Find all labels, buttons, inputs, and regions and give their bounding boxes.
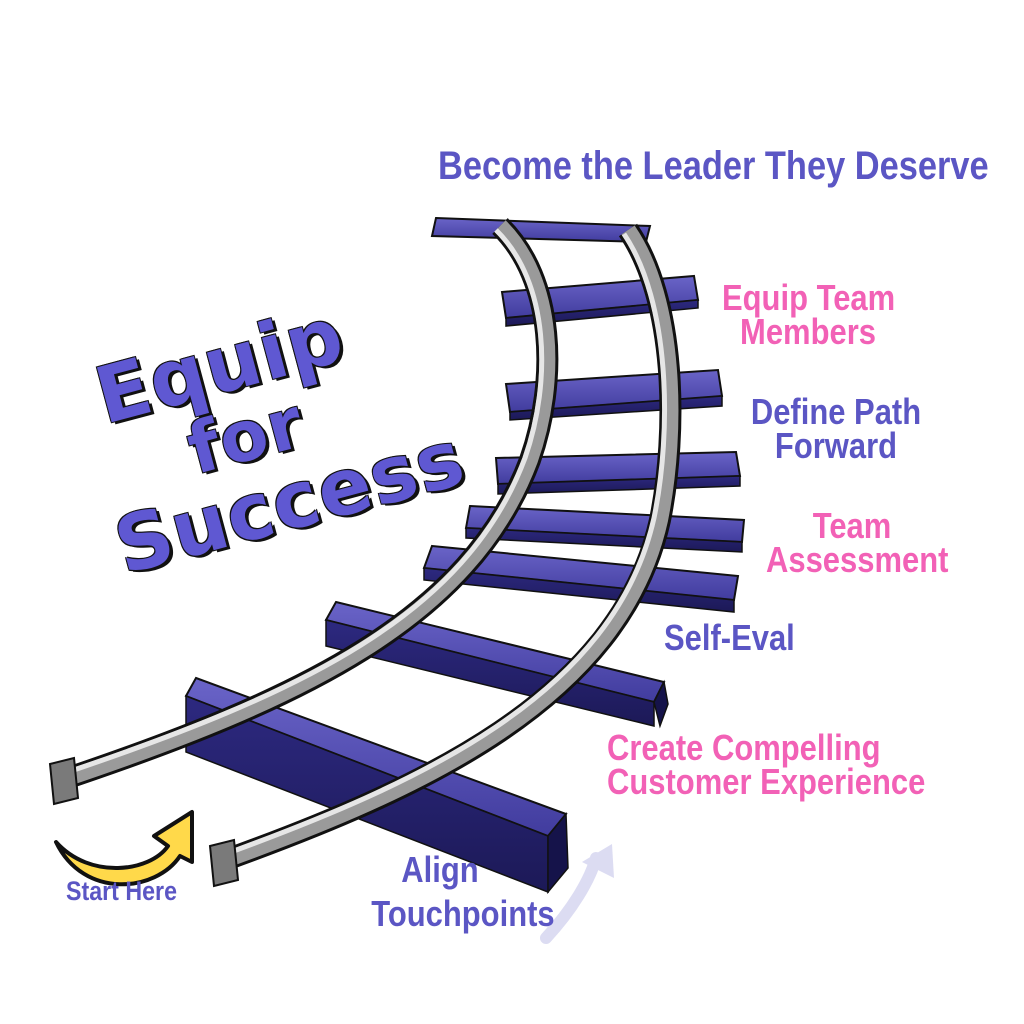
start-here-label: Start Here	[66, 876, 177, 906]
right-rail-end	[208, 838, 240, 888]
step-label-line: Self-Eval	[664, 617, 795, 658]
step-label-line: Members	[740, 311, 876, 352]
left-rail	[58, 218, 559, 791]
step-label-line: Align	[401, 849, 479, 890]
step-label-line: Customer Experience	[607, 761, 926, 802]
step-label-line: Assessment	[766, 539, 949, 580]
left-rail-end	[48, 756, 80, 806]
step-label-line: Touchpoints	[371, 893, 555, 934]
diagram-title: Become the Leader They Deserve	[438, 144, 989, 188]
step-label-line: Define Path	[750, 391, 922, 432]
tie-1	[430, 216, 652, 244]
step-label-line: Forward	[774, 425, 898, 466]
right-rail	[216, 223, 682, 873]
step-label-line: Team	[812, 505, 892, 546]
step-label-line: Equip Team	[722, 277, 896, 318]
curved-up-arrow-icon	[540, 844, 614, 944]
step-label-line: Create Compelling	[607, 727, 881, 768]
curved-arrow-icon	[54, 810, 194, 887]
